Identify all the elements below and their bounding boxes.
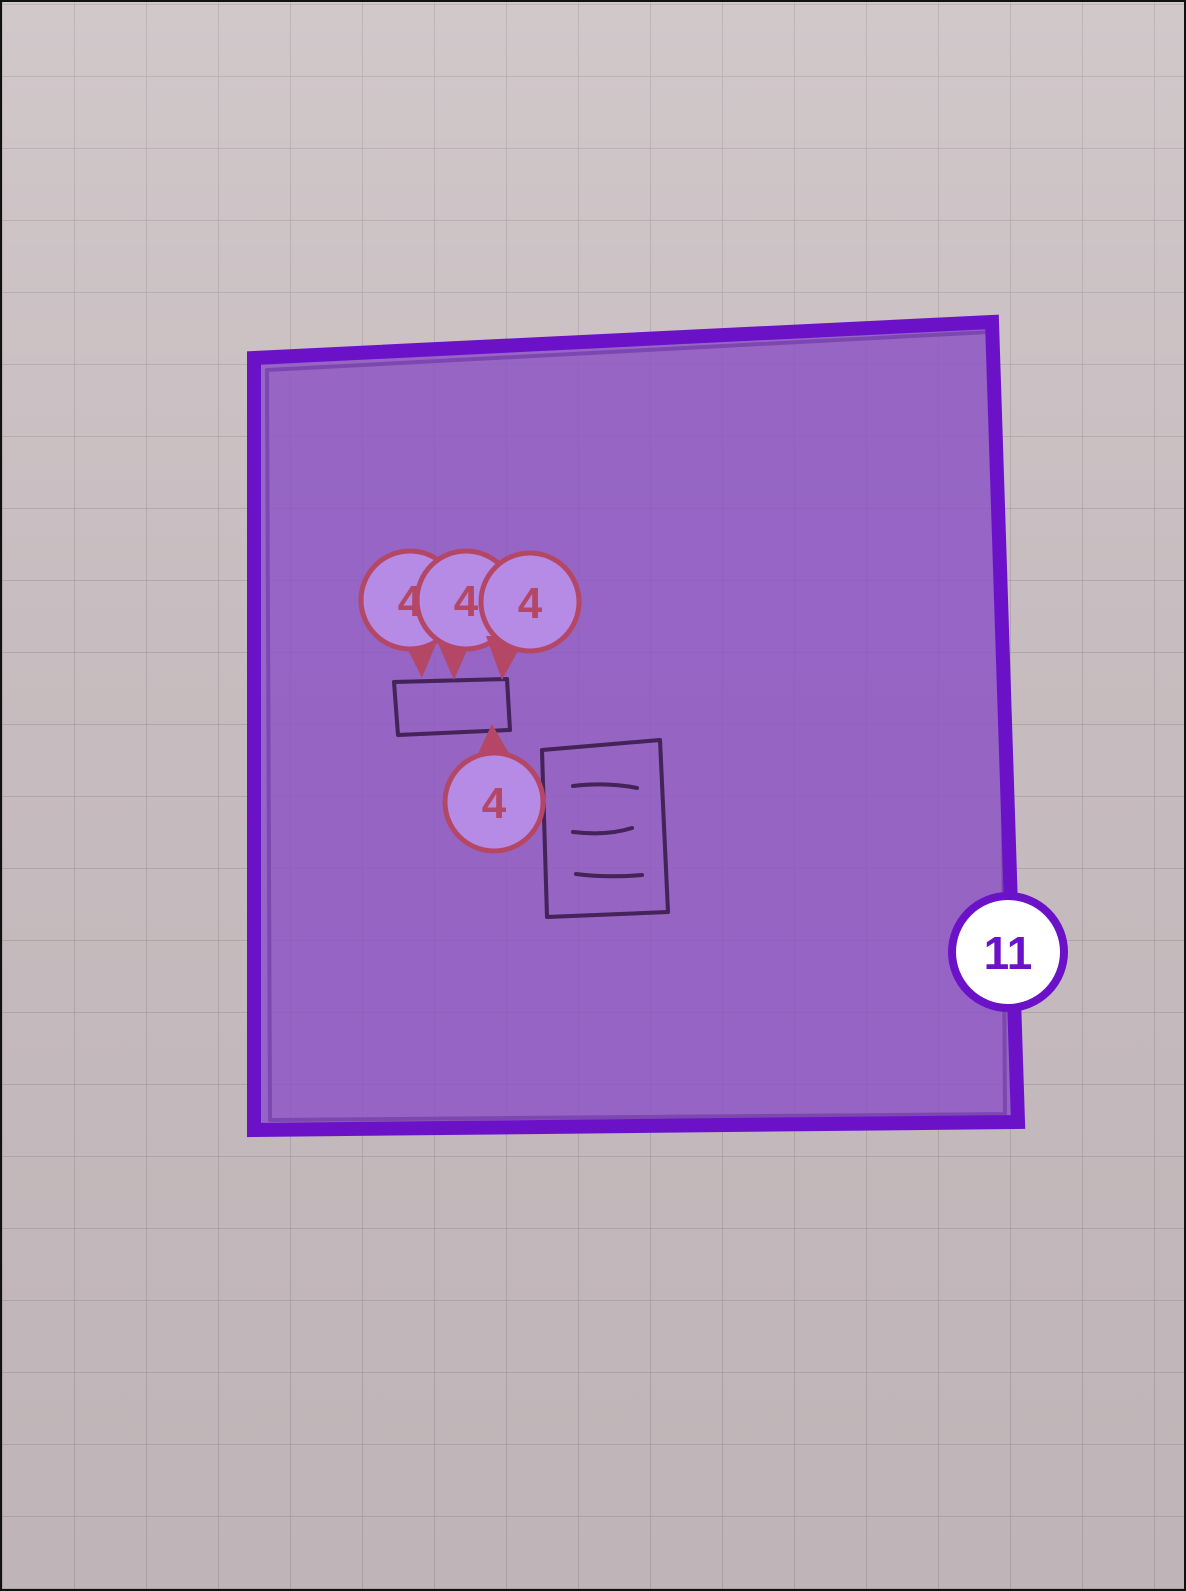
region-badge-label: 11 xyxy=(984,927,1033,979)
marker-pin-4-label: 4 xyxy=(482,779,507,828)
selected-region[interactable] xyxy=(254,322,1018,1130)
marker-pin-2-label: 4 xyxy=(454,577,479,626)
region-badge[interactable]: 11 xyxy=(952,896,1064,1008)
sketch-doc-line-3-visible xyxy=(576,874,642,876)
marker-pin-3-label: 4 xyxy=(518,579,543,628)
